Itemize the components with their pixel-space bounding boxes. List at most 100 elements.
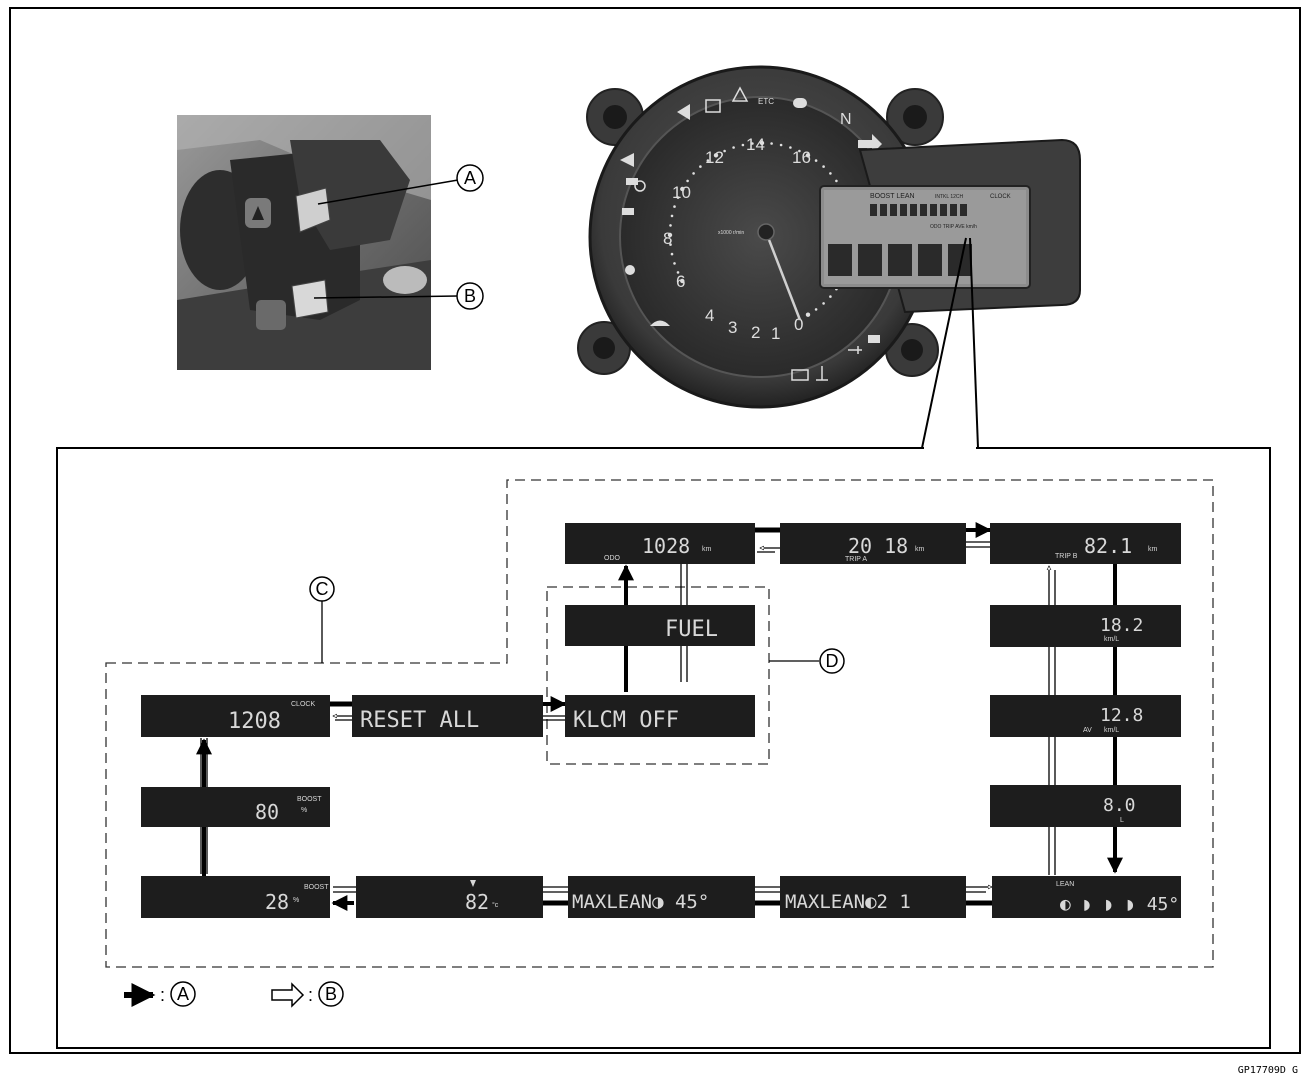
tach-dot: [671, 215, 674, 218]
tach-dot: [822, 165, 825, 168]
lcd-small-digit: [880, 204, 887, 216]
tach-dot: [780, 144, 783, 147]
screen-boost-28-label: BOOST: [304, 884, 329, 891]
tach-num-3: 3: [728, 318, 737, 337]
screen-trip-b-label: TRIP B: [1055, 553, 1078, 560]
svg-text:C: C: [316, 579, 329, 599]
screen-trip-b-unit: km: [1148, 546, 1158, 553]
screen-temperature-value: 82: [465, 890, 489, 914]
lcd-small-digit: [950, 204, 957, 216]
lcd-small-digit: [930, 204, 937, 216]
screen-reset-all-value: RESET ALL: [360, 708, 479, 733]
lcd-label-intkl: INTKL 12CH: [935, 194, 964, 200]
lcd-small-digit: [900, 204, 907, 216]
lcd-small-digit: [890, 204, 897, 216]
tach-num-14: 14: [746, 135, 765, 154]
screen-fuel-consumption-unit: km/L: [1104, 636, 1119, 643]
tach-dot: [770, 142, 773, 145]
tach-num-1: 1: [771, 324, 780, 343]
tach-dot: [829, 295, 832, 298]
callout-c: C: [310, 577, 334, 601]
legend: : A : B: [124, 982, 343, 1006]
lcd-label-odo-trip: ODO TRIP AVE km/h: [930, 224, 977, 230]
tach-num-4: 4: [705, 306, 714, 325]
tach-dot: [835, 180, 838, 183]
lcd-segment-block: [918, 244, 942, 276]
screen-trip-a-value: 20 18: [848, 534, 908, 558]
screen-temperature: 82 °c: [356, 876, 543, 918]
screen-lean-value: ◐ ◗ ◗ ◗ 45°: [1060, 894, 1179, 915]
screen-lean: ◐ ◗ ◗ ◗ 45° LEAN: [992, 876, 1181, 918]
lcd-segment-block: [828, 244, 852, 276]
screen-fuel: FUEL: [565, 605, 755, 646]
screen-maxlean-right: MAXLEAN◐2 1: [780, 876, 966, 918]
legend-callout-a: A: [171, 982, 195, 1006]
legend-colon-b: :: [308, 985, 313, 1005]
instrument-cluster: ETC N 0 1 2 3 4 6 8 10 12 14 16 x1000 r/…: [578, 67, 1080, 448]
svg-text:D: D: [826, 651, 839, 671]
tach-num-6: 6: [676, 272, 685, 291]
tach-dot: [732, 146, 735, 149]
tach-dot: [815, 159, 818, 162]
lcd-label-boost-lean: BOOST LEAN: [870, 193, 915, 200]
screen-trip-b: 82.1 km TRIP B: [990, 523, 1181, 564]
lcd-small-digit: [910, 204, 917, 216]
screen-avg-fuel-consumption-label: AV: [1083, 727, 1092, 734]
neutral-indicator-label: N: [840, 111, 852, 128]
screen-trip-b-value: 82.1: [1084, 534, 1132, 558]
lcd-small-digit: [960, 204, 967, 216]
screen-range: 8.0 L: [990, 785, 1181, 827]
screen-trip-a-unit: km: [915, 546, 925, 553]
screen-boost-28-unit: %: [293, 897, 299, 904]
screen-maxlean-right-value: MAXLEAN◐2 1: [785, 891, 911, 913]
tach-num-16: 16: [792, 148, 811, 167]
rpm-unit: x1000 r/min: [718, 230, 744, 236]
screen-range-value: 8.0: [1103, 795, 1136, 816]
callout-a: A: [457, 165, 483, 191]
screen-odo-label: ODO: [604, 555, 621, 562]
figure-code: GP17709D G: [1238, 1065, 1298, 1076]
screen-temperature-unit: °c: [492, 901, 499, 909]
screen-avg-fuel-consumption-unit: km/L: [1104, 727, 1119, 734]
screen-clock: 1208 CLOCK: [141, 695, 330, 737]
screen-fuel-value: FUEL: [665, 617, 718, 642]
tach-dot: [815, 308, 818, 311]
callout-d: D: [820, 649, 844, 673]
screen-fuel-consumption: 18.2 km/L: [990, 605, 1181, 647]
screen-range-unit: L: [1120, 817, 1124, 824]
screen-klcm-off-value: KLCM OFF: [573, 708, 679, 733]
tach-num-10: 10: [672, 183, 691, 202]
screen-avg-fuel-consumption: 12.8 AV km/L: [990, 695, 1181, 737]
svg-text:A: A: [464, 168, 476, 188]
button-b-photo: [292, 280, 328, 318]
lcd-small-digit: [920, 204, 927, 216]
legend-open-arrow: [272, 984, 303, 1006]
screen-clock-value: 1208: [228, 709, 281, 734]
tach-dot: [699, 165, 702, 168]
tach-num-8: 8: [663, 229, 672, 248]
tach-dot: [692, 172, 695, 175]
callout-b: B: [457, 283, 483, 309]
screen-boost-80: 80 % BOOST: [141, 787, 330, 827]
tach-num-2: 2: [751, 323, 760, 342]
lcd-label-clock: CLOCK: [990, 194, 1011, 200]
lcd-segment-block: [858, 244, 882, 276]
switch-photo: [177, 115, 458, 370]
screen-trip-a-label: TRIP A: [845, 556, 867, 563]
tach-dot: [686, 180, 689, 183]
lcd-segment-block: [888, 244, 912, 276]
screen-boost-28-value: 28: [265, 890, 289, 914]
screen-odo: 1028 km ODO: [565, 523, 755, 564]
etc-indicator-label: ETC: [758, 97, 774, 106]
tach-dot: [673, 262, 676, 265]
tach-dot: [829, 172, 832, 175]
tach-dot: [669, 224, 672, 227]
tach-dot: [671, 253, 674, 256]
screen-fuel-consumption-value: 18.2: [1100, 615, 1143, 636]
tach-dot: [673, 205, 676, 208]
screen-reset-all: RESET ALL: [352, 695, 543, 737]
lcd-small-digit: [870, 204, 877, 216]
tach-dot: [742, 144, 745, 147]
screen-odo-value: 1028: [642, 534, 690, 558]
